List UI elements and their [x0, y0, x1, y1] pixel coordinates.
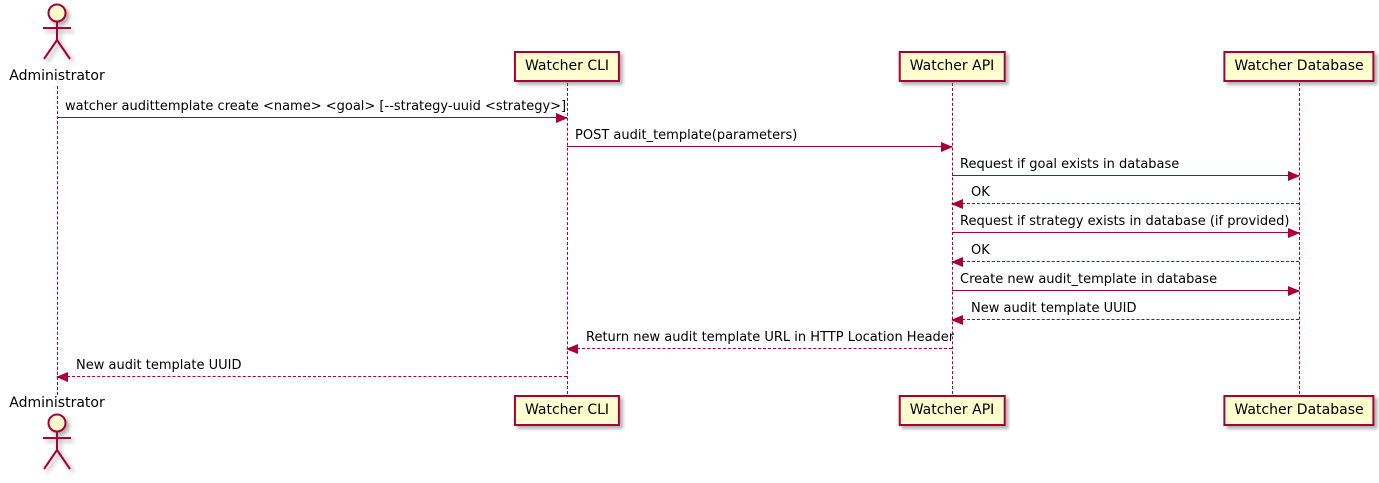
- message-arrow: [951, 257, 1299, 267]
- message-label: Request if strategy exists in database (…: [960, 214, 1290, 229]
- participant-watcher-database-bottom: Watcher Database: [1223, 395, 1375, 426]
- message-2: POST audit_template(parameters): [567, 128, 953, 152]
- message-1: watcher audittemplate create <name> <goa…: [57, 99, 568, 123]
- participant-watcher-cli-top: Watcher CLI: [513, 51, 621, 82]
- arrowhead-right-icon: [1288, 286, 1300, 296]
- actor-label-administrator-top: Administrator: [9, 68, 105, 84]
- message-arrow: [952, 228, 1300, 238]
- message-7: Create new audit_template in database: [952, 272, 1300, 296]
- message-arrow: [952, 286, 1300, 296]
- arrowhead-right-icon: [1288, 228, 1300, 238]
- arrowhead-left-icon: [951, 315, 963, 325]
- actor-icon: [37, 2, 77, 68]
- message-3: Request if goal exists in database: [952, 157, 1300, 181]
- message-label: Request if goal exists in database: [960, 157, 1180, 172]
- message-arrow: [567, 142, 953, 152]
- arrowhead-right-icon: [556, 113, 568, 123]
- message-label: Return new audit template URL in HTTP Lo…: [586, 330, 955, 345]
- lifeline-watcher-cli: [567, 83, 568, 394]
- message-label: New audit template UUID: [76, 358, 242, 373]
- message-arrow: [566, 344, 952, 354]
- actor-icon: [37, 412, 77, 478]
- message-arrow: [951, 199, 1299, 209]
- participant-watcher-api-top: Watcher API: [898, 51, 1006, 82]
- message-label: New audit template UUID: [971, 301, 1137, 316]
- lifeline-administrator: [57, 86, 58, 395]
- arrowhead-left-icon: [566, 344, 578, 354]
- message-arrow: [952, 171, 1300, 181]
- participant-watcher-api-bottom: Watcher API: [898, 395, 1006, 426]
- arrowhead-left-icon: [56, 372, 68, 382]
- lifeline-watcher-database: [1299, 83, 1300, 394]
- message-6: OK: [951, 243, 1299, 267]
- lifeline-watcher-api: [952, 83, 953, 394]
- message-9: Return new audit template URL in HTTP Lo…: [566, 330, 955, 354]
- arrowhead-right-icon: [1288, 171, 1300, 181]
- message-label: Create new audit_template in database: [960, 272, 1218, 287]
- participant-watcher-cli-bottom: Watcher CLI: [513, 395, 621, 426]
- message-arrow: [57, 113, 568, 123]
- message-label: OK: [971, 243, 990, 258]
- message-10: New audit template UUID: [56, 358, 567, 382]
- message-8: New audit template UUID: [951, 301, 1299, 325]
- arrowhead-left-icon: [951, 257, 963, 267]
- actor-label-administrator-bottom: Administrator: [9, 395, 105, 411]
- message-arrow: [56, 372, 567, 382]
- arrowhead-right-icon: [941, 142, 953, 152]
- message-arrow: [951, 315, 1299, 325]
- message-label: POST audit_template(parameters): [575, 128, 798, 143]
- arrowhead-left-icon: [951, 199, 963, 209]
- participant-watcher-database-top: Watcher Database: [1223, 51, 1375, 82]
- message-label: watcher audittemplate create <name> <goa…: [65, 99, 567, 114]
- message-4: OK: [951, 185, 1299, 209]
- message-5: Request if strategy exists in database (…: [952, 214, 1300, 238]
- message-label: OK: [971, 185, 990, 200]
